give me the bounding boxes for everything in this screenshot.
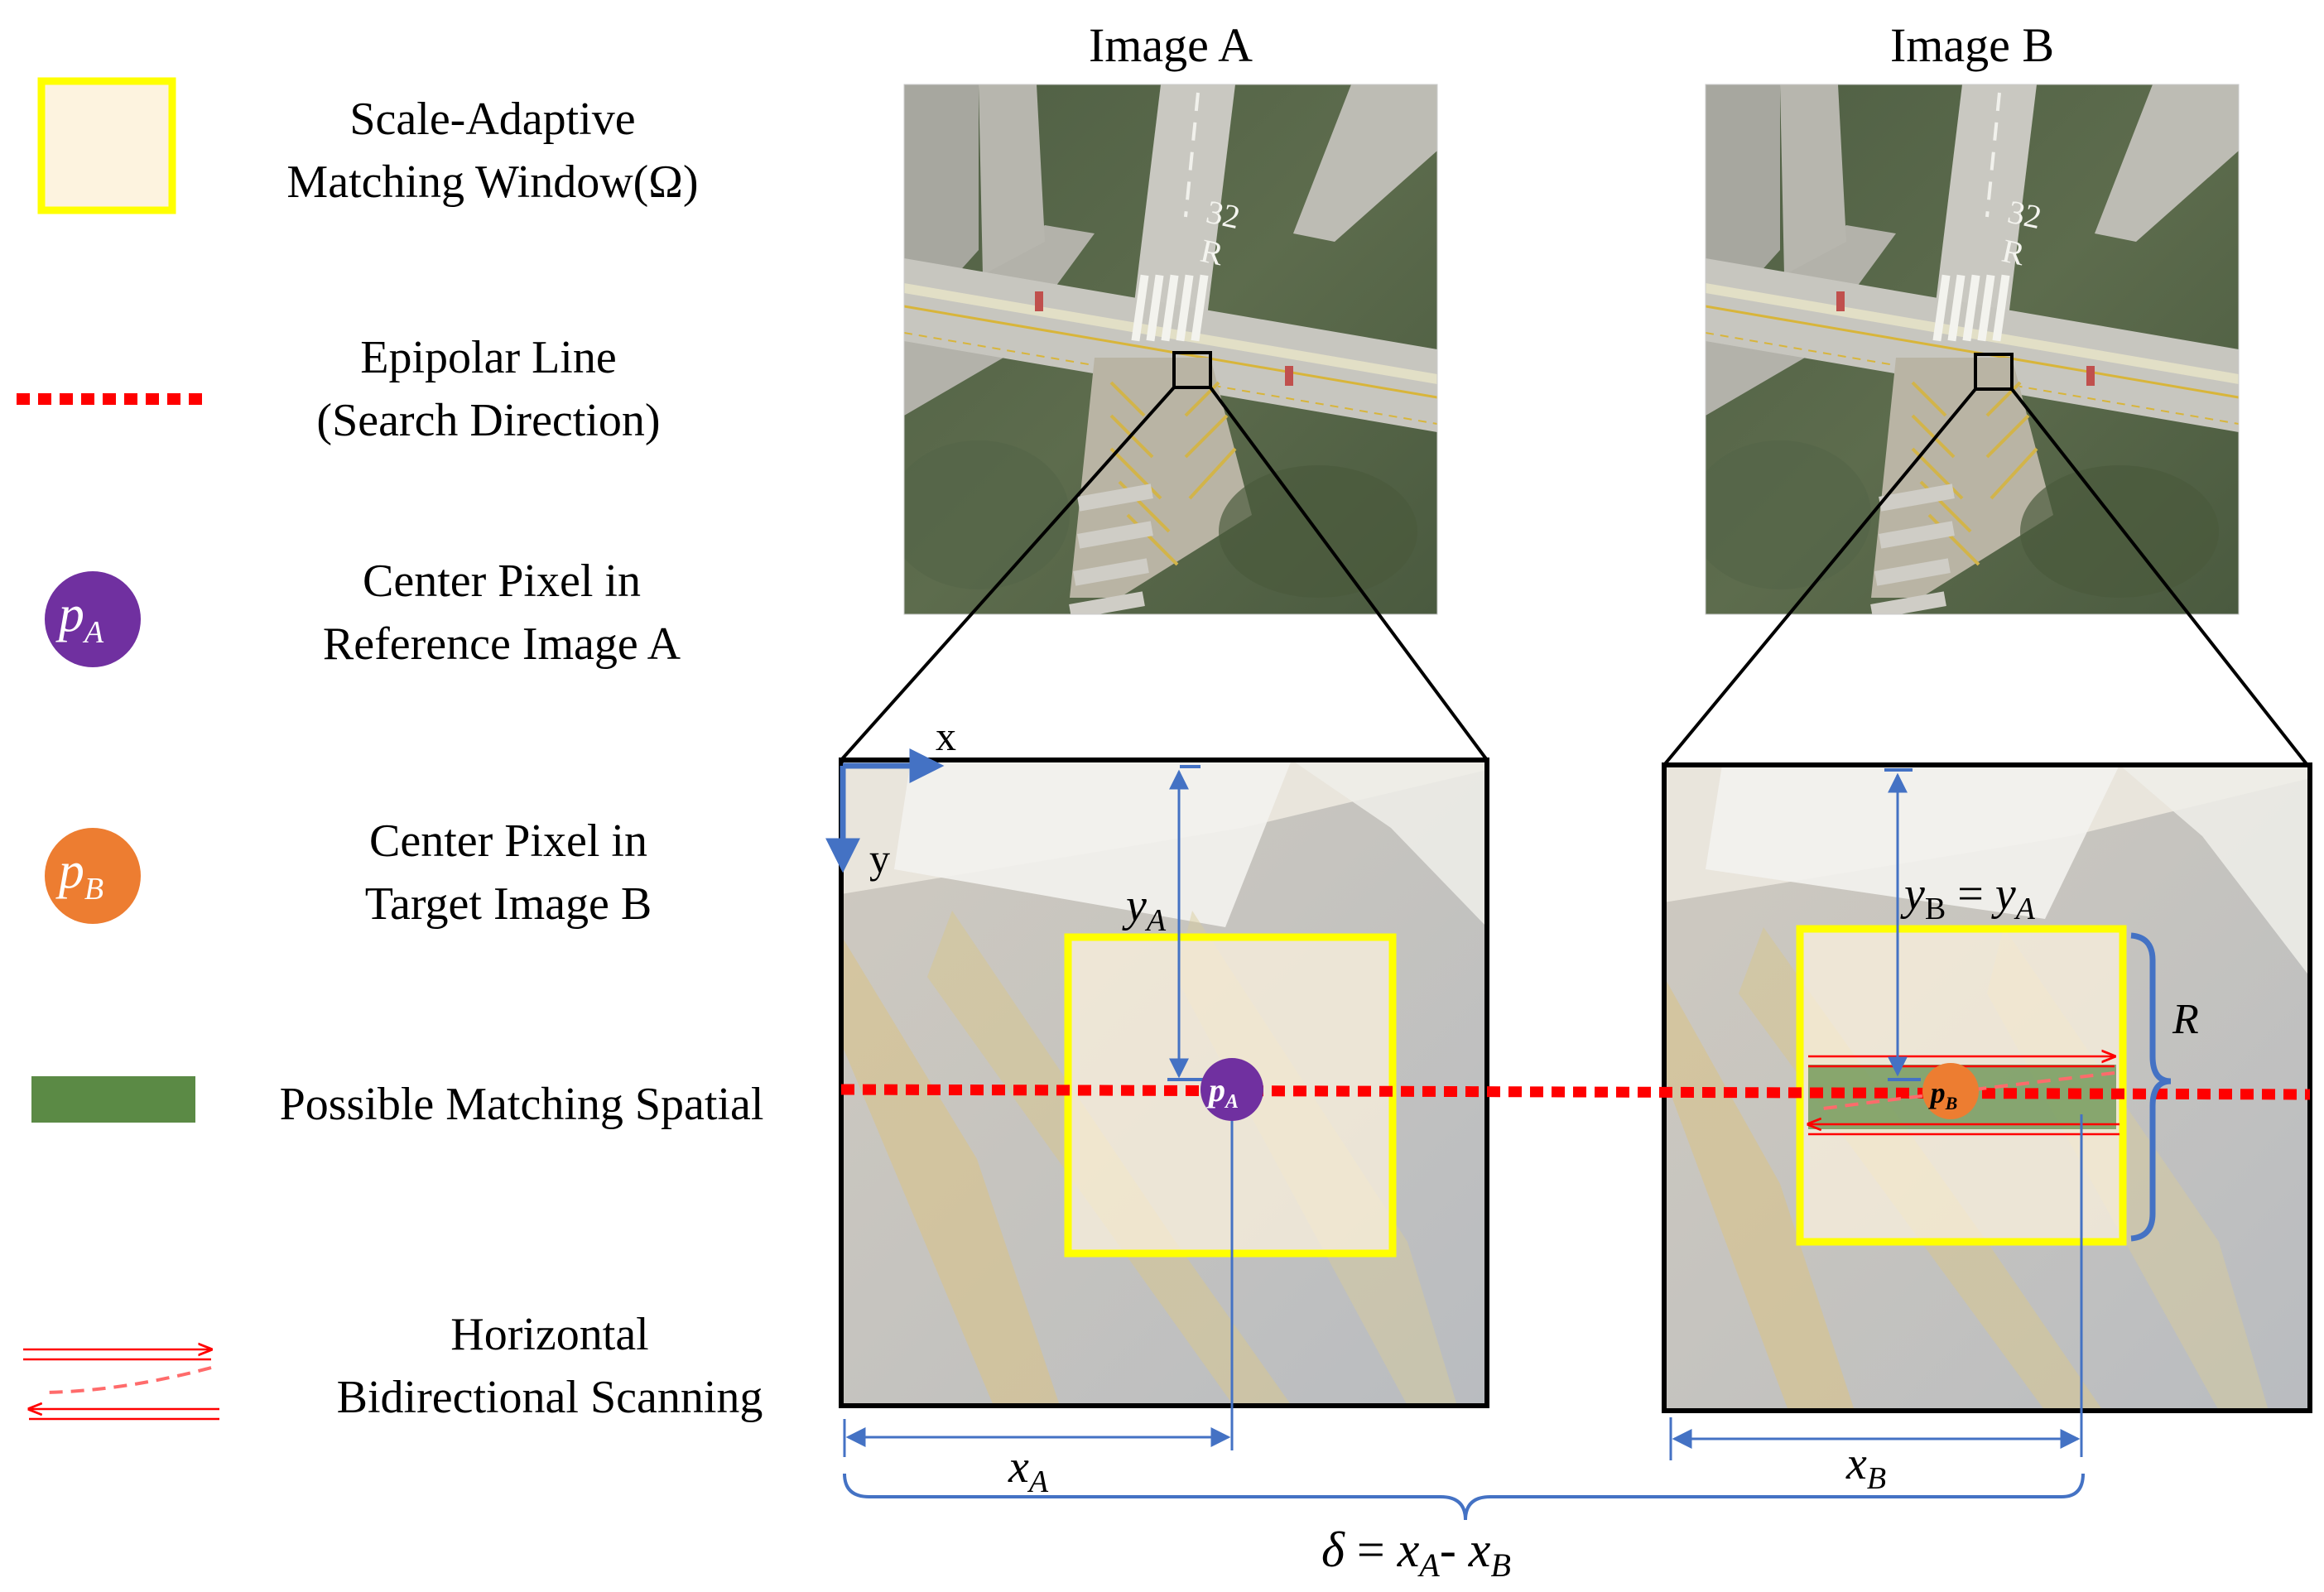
aerial-image-a: 32 R <box>904 84 1437 614</box>
legend-spatial-line1: Possible Matching Spatial <box>280 1079 764 1130</box>
zoom-connectors <box>840 386 2312 770</box>
legend-pa-line2: Reference Image A <box>323 618 681 670</box>
aerial-image-b: 32 R <box>1706 84 2239 614</box>
pb-label-sub: B <box>1945 1093 1958 1113</box>
axes <box>825 748 945 873</box>
dimensions <box>843 765 2172 1521</box>
x-axis-label: x <box>936 713 956 759</box>
selection-box-a <box>1172 351 1212 389</box>
pa-center-pixel <box>1200 1058 1263 1121</box>
yb-label: y <box>1900 868 1925 920</box>
y-axis-label: y <box>869 835 890 882</box>
xa-label-sub: A <box>1027 1465 1049 1499</box>
legend-pa-swatch <box>45 571 141 667</box>
svg-text:pA: pA <box>1206 1071 1239 1113</box>
legend-pb-symbol: p <box>55 843 84 899</box>
legend-pa-sub: A <box>82 615 104 650</box>
svg-text:xB: xB <box>1845 1438 1886 1496</box>
legend-epipolar-line2: (Search Direction) <box>316 395 660 446</box>
svg-text:pB: pB <box>55 843 103 907</box>
bidirectional-scan <box>1808 1056 2120 1136</box>
runway-number-b: 32 <box>2004 193 2044 236</box>
svg-text:pB: pB <box>1928 1076 1958 1113</box>
legend-pb-line1: Center Pixel in <box>369 815 647 867</box>
image-a-title: Image A <box>1089 18 1253 72</box>
legend-pb-swatch <box>45 828 141 924</box>
legend-scan-line2: Bidirectional Scanning <box>337 1372 763 1423</box>
svg-text:δ = xA- xB: δ = xA- xB <box>1321 1522 1511 1584</box>
runway-number-a: 32 <box>1203 193 1243 236</box>
delta-eq: = <box>1345 1522 1398 1577</box>
delta-minus: - <box>1440 1522 1469 1577</box>
yb-label-sub: B <box>1925 892 1946 926</box>
pb-center-pixel <box>1922 1063 1979 1119</box>
delta-xb-sub: B <box>1490 1546 1510 1584</box>
yb-label-eq: = <box>1946 868 1995 920</box>
epipolar-line <box>840 1084 2311 1100</box>
delta-xb: x <box>1468 1522 1491 1577</box>
selection-box-b <box>1974 353 2014 391</box>
legend-pb-sub: B <box>84 872 103 907</box>
legend-window-line1: Scale-Adaptive <box>349 94 635 145</box>
svg-text:yA: yA <box>1122 880 1167 938</box>
yb-label-rhs: y <box>1991 868 2016 920</box>
svg-text:yB = yA: yB = yA <box>1900 868 2036 926</box>
legend-pb-line2: Target Image B <box>365 878 652 930</box>
legend-scan-line1: Horizontal <box>450 1309 648 1360</box>
r-label: R <box>2172 996 2199 1043</box>
svg-text:xA: xA <box>1008 1441 1049 1499</box>
legend-epipolar-line1: Epipolar Line <box>360 332 616 383</box>
xa-label: x <box>1008 1441 1029 1493</box>
legend-window-line2: Matching Window(Ω) <box>286 156 698 208</box>
legend: Scale-Adaptive Matching Window(Ω) Epipol… <box>17 77 764 1423</box>
delta-symbol: δ <box>1321 1522 1345 1577</box>
pa-label-sub: A <box>1224 1091 1239 1113</box>
legend-scan-swatch <box>23 1349 219 1421</box>
pb-label: p <box>1928 1076 1946 1109</box>
ya-label-sub: A <box>1144 903 1167 938</box>
svg-text:pA: pA <box>55 586 104 650</box>
xb-label-sub: B <box>1867 1461 1886 1496</box>
legend-spatial-swatch <box>31 1076 195 1123</box>
pa-label: p <box>1206 1071 1225 1109</box>
legend-window-swatch <box>37 77 176 214</box>
delta-xa-sub: A <box>1417 1546 1440 1584</box>
xb-label: x <box>1845 1438 1867 1489</box>
yb-label-rhs-sub: A <box>2014 892 2036 926</box>
image-b-title: Image B <box>1890 18 2054 72</box>
delta-xa: x <box>1397 1522 1420 1577</box>
ya-label: y <box>1122 880 1147 931</box>
legend-pa-line1: Center Pixel in <box>363 556 641 607</box>
legend-pa-symbol: p <box>55 586 84 642</box>
